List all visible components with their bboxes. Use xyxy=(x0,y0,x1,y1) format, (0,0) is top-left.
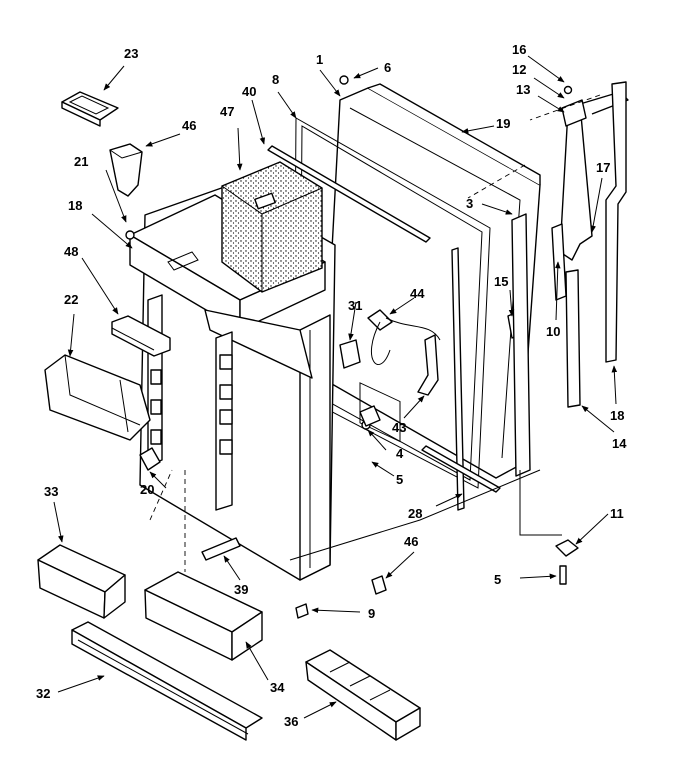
part-bracket-48 xyxy=(111,315,171,357)
part-bar-14 xyxy=(565,269,581,408)
part-hinge-plate xyxy=(359,405,381,427)
callout-28: 28 xyxy=(408,506,422,521)
callout-22: 21 xyxy=(74,154,88,169)
callout-17: 17 xyxy=(596,160,610,175)
callout-15: 15 xyxy=(494,274,508,289)
part-bracket-13 xyxy=(561,99,587,127)
callout-1: 1 xyxy=(316,52,323,67)
callout-5-lower: 5 xyxy=(494,572,501,587)
part-bracket-31 xyxy=(339,339,361,369)
callout-9: 9 xyxy=(368,606,375,621)
part-screw-9 xyxy=(295,603,309,619)
callout-6: 6 xyxy=(384,60,391,75)
part-hinge-11 xyxy=(555,539,579,557)
callout-36: 36 xyxy=(284,714,298,729)
part-gasket-28 xyxy=(451,247,465,511)
callout-labels: 23 1 6 8 40 47 46 21 18 48 22 19 3 16 12… xyxy=(36,42,627,729)
part-bin-33 xyxy=(37,544,126,619)
part-clip-39 xyxy=(201,537,241,561)
callout-24: 23 xyxy=(124,46,138,61)
part-strip-3 xyxy=(511,213,531,477)
part-clip-21 xyxy=(139,447,161,471)
callout-32: 32 xyxy=(36,686,50,701)
part-dairy-door-23 xyxy=(44,354,151,441)
callout-16: 16 xyxy=(512,42,526,57)
callout-20: 19 xyxy=(496,116,510,131)
part-screw-5b xyxy=(559,565,567,585)
callout-42: 43 xyxy=(392,420,406,435)
part-rail-32 xyxy=(71,621,263,741)
callout-3: 3 xyxy=(466,196,473,211)
callout-18: 18 xyxy=(610,408,624,423)
callout-44: 46 xyxy=(182,118,196,133)
part-screw-22 xyxy=(125,230,135,240)
part-tray-36 xyxy=(305,649,421,741)
callout-40: 40 xyxy=(242,84,256,99)
callout-14: 14 xyxy=(612,436,627,451)
part-24 xyxy=(61,91,119,127)
callout-19: 18 xyxy=(68,198,82,213)
callout-8: 8 xyxy=(272,72,279,87)
part-insulation-47 xyxy=(221,161,323,293)
part-screw-6 xyxy=(339,75,349,85)
callout-23: 22 xyxy=(64,292,78,307)
callout-43: 44 xyxy=(410,286,425,301)
part-screw-16 xyxy=(563,85,573,95)
part-clips xyxy=(150,354,233,455)
part-wiring-43 xyxy=(367,309,441,396)
callout-4: 4 xyxy=(396,446,404,461)
callout-34: 34 xyxy=(270,680,285,695)
part-44 xyxy=(109,143,143,197)
part-door-panel xyxy=(293,83,541,489)
part-bin-34 xyxy=(144,571,263,661)
callout-12: 12 xyxy=(512,62,526,77)
callout-33: 33 xyxy=(44,484,58,499)
part-gasket-bottom xyxy=(421,445,501,493)
callout-31: 31 xyxy=(348,298,362,313)
callout-21: 20 xyxy=(140,482,154,497)
part-plug-46 xyxy=(371,575,387,595)
assembly-lines xyxy=(149,94,601,572)
callout-39: 39 xyxy=(234,582,248,597)
callout-48: 48 xyxy=(64,244,78,259)
callout-5: 5 xyxy=(396,472,403,487)
part-strip-40 xyxy=(267,145,431,243)
callout-10: 10 xyxy=(546,324,560,339)
callout-13: 13 xyxy=(516,82,530,97)
callout-46: 46 xyxy=(404,534,418,549)
callout-11: 11 xyxy=(610,506,624,521)
leader-lines xyxy=(53,55,618,719)
callout-47: 47 xyxy=(220,104,234,119)
part-bar-18 xyxy=(605,81,627,363)
